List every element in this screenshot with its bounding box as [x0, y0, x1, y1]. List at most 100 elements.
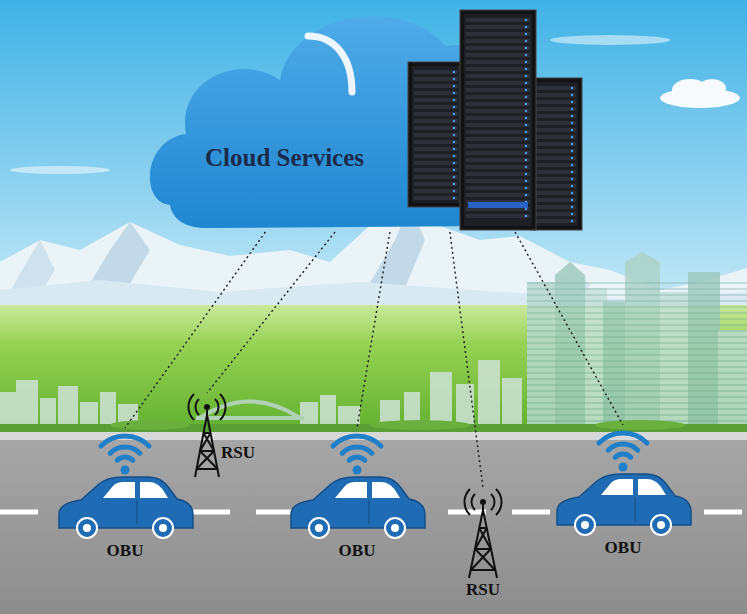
cloud-service-art: [571, 136, 573, 138]
cloud-service-art: [536, 128, 576, 132]
city-skyline: [527, 252, 747, 432]
cloud-service-art: [536, 205, 576, 209]
cloud-service-art: [525, 145, 527, 147]
cloud-service-art: [466, 60, 530, 64]
tree-strip: [595, 420, 685, 430]
vehicle-obu-art: [634, 497, 635, 521]
roadside-unit-art: [455, 488, 511, 580]
cloud-service-art: [571, 164, 573, 166]
roadside-unit: RSU: [183, 393, 257, 478]
cloud-service-art: [414, 84, 458, 88]
cloud-service-art: [414, 126, 458, 130]
cloud-service-art: [408, 62, 464, 207]
cloud-service-art: [525, 173, 527, 175]
cloud-service-art: [466, 214, 530, 218]
cloud-service-art: [453, 120, 455, 122]
vehicle-obu-art: [101, 436, 149, 460]
vehicle-obu-art: [342, 447, 372, 453]
cloud-service-art: [453, 183, 455, 185]
cloud-service-art: [525, 96, 527, 98]
cloud-service-art: [525, 68, 527, 70]
cloud-service-art: [525, 117, 527, 119]
cloud-service-art: [453, 155, 455, 157]
roadside-unit-art: [471, 549, 491, 570]
cloud-service-art: [453, 148, 455, 150]
cloud-service-art: [414, 133, 458, 137]
vehicle-obu-art: [575, 515, 595, 535]
roadside-unit-art: [464, 489, 501, 578]
vehicle-obu: OBU: [287, 428, 427, 563]
vehicle-obu: OBU: [55, 428, 195, 563]
cloud-service-art: [525, 75, 527, 77]
vehicle-obu-art: [553, 425, 693, 538]
cloud-service-art: [571, 178, 573, 180]
cloud-service-art: [466, 46, 530, 50]
cloud-service-art: [525, 131, 527, 133]
wisp-cloud: [10, 166, 110, 174]
cloud-service-art: [525, 33, 527, 35]
vehicle-obu: OBU: [553, 425, 693, 560]
cloud-service-art: [466, 193, 530, 197]
cloud-service-art: [525, 26, 527, 28]
vehicle-obu-art: [651, 515, 671, 535]
roadside-unit-art: [469, 510, 483, 578]
cloud-service-art: [453, 99, 455, 101]
cloud-service-art: [466, 186, 530, 190]
obu-label: OBU: [339, 541, 376, 561]
vehicle-obu-art: [159, 524, 167, 532]
cloud-service-art: [525, 124, 527, 126]
cloud-service-art: [536, 107, 576, 111]
vehicle-obu-art: [601, 479, 633, 495]
roadside-unit-art: [197, 451, 215, 469]
cloud-service-art: [571, 206, 573, 208]
roadside-unit-art: [475, 528, 486, 549]
roadside-unit-art: [475, 549, 495, 570]
cloud-service-art: [453, 162, 455, 164]
cloud-service-art: [571, 199, 573, 201]
obu-label: OBU: [107, 541, 144, 561]
roadside-unit: RSU: [455, 488, 511, 602]
cloud-service-art: [466, 179, 530, 183]
cloud-service-art: [466, 144, 530, 148]
roadside-unit-art: [188, 394, 194, 420]
cloud-service-art: [466, 39, 530, 43]
cloud-service-art: [466, 25, 530, 29]
city-skyline: [0, 360, 522, 432]
cloud-service-art: [414, 105, 458, 109]
dotted-link: [125, 232, 265, 428]
vehicle-obu-art: [581, 521, 589, 529]
dotted-link: [207, 232, 335, 393]
cloud-service-art: [525, 208, 527, 210]
cloud-service-art: [536, 198, 576, 202]
vehicle-obu-art: [77, 518, 97, 538]
vehicle-obu-art: [599, 433, 647, 443]
cloud-service-art: [536, 156, 576, 160]
roadside-unit-art: [475, 548, 490, 550]
roadside-unit-art: [471, 569, 495, 571]
cloud-service-art: [571, 122, 573, 124]
cloud-service-art: [414, 70, 458, 74]
cloud-service-art: [525, 89, 527, 91]
cloud-service-art: [525, 110, 527, 112]
cloud-service: Cloud Services: [148, 0, 583, 232]
cloud-service-art: [453, 169, 455, 171]
city-skyline: [527, 282, 747, 432]
cloud-service-art: [571, 101, 573, 103]
cloud-service-art: [466, 53, 530, 57]
cloud-service-art: [536, 100, 576, 104]
cloud-service-art: [466, 165, 530, 169]
cloud-service-art: [412, 66, 460, 203]
cloud-service-art: [414, 189, 458, 193]
cloud-service-art: [414, 98, 458, 102]
cloud-service-art: [453, 92, 455, 94]
vehicle-obu-art: [103, 482, 135, 498]
vehicle-obu-art: [391, 524, 399, 532]
cloud-service-art: [536, 135, 576, 139]
cloud-service-art: [460, 10, 536, 230]
rsu-label: RSU: [221, 443, 255, 463]
cloud-service-art: [525, 180, 527, 182]
roadside-unit-art: [200, 451, 218, 469]
cloud-service-art: [571, 129, 573, 131]
cloud-service-art: [414, 182, 458, 186]
